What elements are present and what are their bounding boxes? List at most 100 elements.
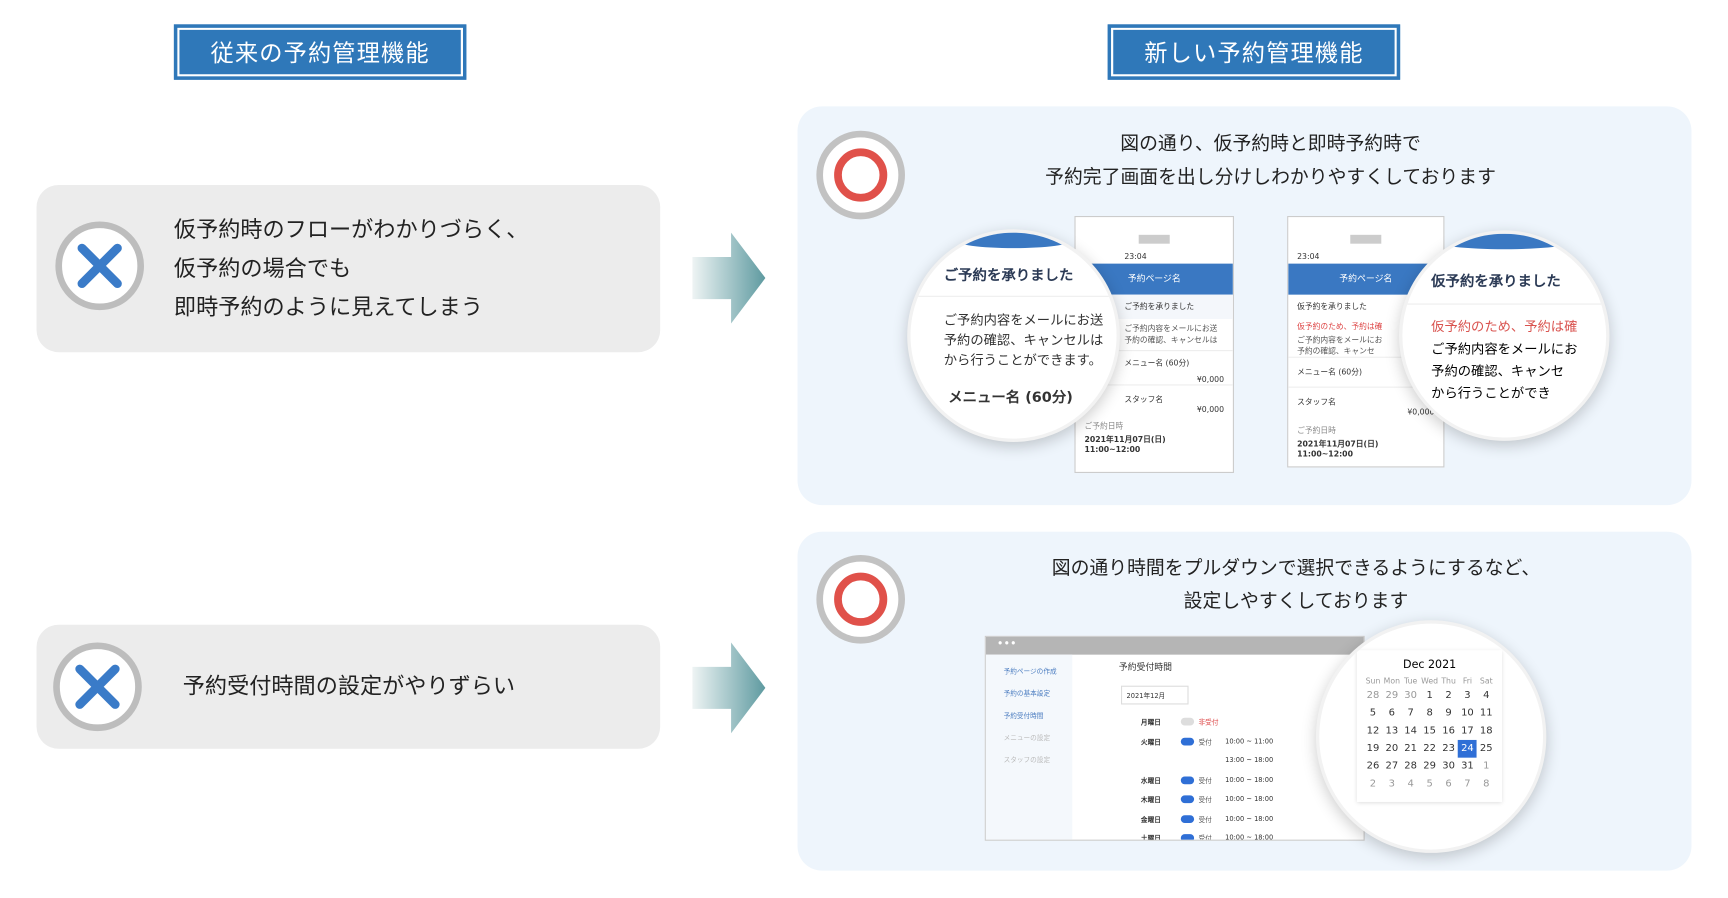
solution-line: 予約完了画面を出し分けしわかりやすくしております	[1045, 166, 1496, 189]
calendar-day[interactable]: 3	[1464, 690, 1471, 702]
weekday-label: Fri	[1462, 676, 1473, 686]
status-label: 受付	[1198, 835, 1212, 841]
calendar-day[interactable]: 31	[1461, 760, 1474, 773]
calendar-day[interactable]: 30	[1442, 760, 1455, 773]
calendar-day[interactable]: 2	[1369, 778, 1377, 790]
calendar-day[interactable]: 3	[1388, 778, 1395, 790]
solution-text-2: 図の通り時間をプルダウンで選択できるようにするなど、 設定しやすくしております	[975, 552, 1617, 618]
calendar-day[interactable]: 8	[1483, 778, 1490, 790]
admin-sidebar-item[interactable]: 予約受付時間	[1003, 712, 1044, 721]
calendar-day[interactable]: 1	[1426, 690, 1433, 702]
circle-ok-icon	[816, 554, 905, 644]
time-dropdowns[interactable]: 10:00 ~ 18:00	[1225, 834, 1274, 841]
calendar-day[interactable]: 30	[1404, 690, 1417, 702]
x-icon	[53, 642, 142, 732]
phone-date-label: ご予約日時	[1084, 422, 1124, 431]
toggle-switch[interactable]	[1180, 737, 1195, 746]
header-old: 従来の予約管理機能	[173, 24, 467, 80]
magnified-menu: メニュー名 (60分)	[948, 389, 1073, 407]
calendar-day[interactable]: 12	[1366, 725, 1380, 737]
schedule-row: 火曜日 受付 10:00 ~ 11:00	[1141, 732, 1273, 751]
magnifier-tentative: 仮予約を承りました 仮予約のため、予約は確 ご予約内容をメールにお予約の確認、キ…	[1399, 230, 1610, 441]
admin-sidebar-item[interactable]: 予約ページの作成	[1003, 667, 1057, 676]
phone-time: 23:04	[1297, 252, 1320, 262]
calendar-day[interactable]: 26	[1366, 760, 1380, 773]
day-label: 火曜日	[1140, 738, 1161, 747]
solution-text-1: 図の通り、仮予約時と即時予約時で 予約完了画面を出し分けしわかりやすくしておりま…	[975, 127, 1567, 193]
circle-ok-icon	[816, 130, 905, 220]
phone-title: 仮予約を承りました	[1297, 302, 1367, 312]
phone-body-line: 予約の確認、キャンセ	[1297, 346, 1375, 356]
weekday-label: Sun	[1365, 676, 1381, 686]
magnified-body-line: ご予約内容をメールにお	[1431, 341, 1578, 357]
calendar-day[interactable]: 23	[1442, 743, 1455, 755]
toggle-switch[interactable]	[1180, 795, 1195, 804]
time-dropdowns[interactable]: 10:00 ~ 18:00	[1225, 814, 1274, 823]
admin-sidebar: 予約ページの作成予約の基本設定予約受付時間メニューの設定スタッフの設定	[985, 654, 1073, 840]
calendar-day[interactable]: 28	[1404, 760, 1417, 773]
solution-line: 図の通り時間をプルダウンで選択できるようにするなど、	[1051, 557, 1541, 580]
calendar-day[interactable]: 14	[1404, 725, 1417, 737]
calendar-day[interactable]: 8	[1426, 707, 1433, 719]
calendar-day[interactable]: 27	[1385, 760, 1399, 773]
toggle-switch[interactable]	[1180, 718, 1195, 726]
month-picker[interactable]: 2021年12月	[1120, 685, 1189, 705]
calendar-day[interactable]: 6	[1445, 778, 1452, 790]
time-dropdowns[interactable]: 10:00 ~ 11:00	[1225, 737, 1274, 746]
phone-price: ¥0,000	[1407, 407, 1435, 417]
calendar-day[interactable]: 17	[1461, 725, 1474, 737]
day-label: 土曜日	[1140, 835, 1161, 841]
calendar-day[interactable]: 15	[1423, 725, 1436, 737]
admin-sidebar-item[interactable]: メニューの設定	[1003, 734, 1051, 743]
toggle-switch[interactable]	[1180, 814, 1195, 823]
calendar-day[interactable]: 29	[1385, 690, 1399, 702]
calendar-day[interactable]: 18	[1479, 725, 1493, 737]
phone-date-label: ご予約日時	[1297, 426, 1336, 436]
toggle-switch[interactable]	[1180, 834, 1195, 840]
calendar-day[interactable]: 10	[1461, 707, 1474, 719]
calendar-day[interactable]: 1	[1483, 760, 1490, 773]
window-dots-icon: •••	[985, 636, 1364, 655]
calendar-day[interactable]: 22	[1423, 743, 1436, 755]
calendar-day[interactable]: 25	[1479, 743, 1493, 755]
problem-text-2: 予約受付時間の設定がやりずらい	[182, 672, 516, 699]
phone-tentative: 23:04 予約ページ名 仮予約を承りました 仮予約のため、予約は確 ご予約内容…	[1287, 216, 1445, 468]
calendar-day[interactable]: 16	[1442, 725, 1455, 737]
calendar-day[interactable]: 4	[1483, 690, 1490, 702]
calendar-day[interactable]: 21	[1404, 743, 1417, 755]
time-dropdowns[interactable]: 10:00 ~ 18:00	[1225, 776, 1274, 784]
admin-sidebar-item[interactable]: スタッフの設定	[1003, 756, 1051, 765]
phone-menu: メニュー名 (60分)	[1288, 356, 1444, 387]
time-dropdowns[interactable]: 10:00 ~ 18:00	[1225, 795, 1274, 804]
calendar-day[interactable]: 5	[1369, 707, 1377, 719]
calendar-day[interactable]: 9	[1445, 707, 1452, 719]
calendar-day[interactable]: 13	[1385, 725, 1399, 737]
calendar-day[interactable]: 24	[1458, 739, 1477, 758]
x-icon	[55, 221, 145, 311]
status-label: 受付	[1198, 796, 1212, 805]
calendar-day[interactable]: 5	[1426, 778, 1433, 790]
schedule-row: 土曜日 受付 10:00 ~ 18:00	[1140, 829, 1274, 841]
phone-staff: スタッフ名	[1288, 386, 1444, 408]
calendar-day[interactable]: 20	[1385, 743, 1399, 755]
status-label: 受付	[1198, 738, 1212, 747]
admin-sidebar-item[interactable]: 予約の基本設定	[1003, 690, 1051, 698]
phone-date: 2021年11月07日(日) 11:00~12:00	[1297, 439, 1379, 459]
calendar-day[interactable]: 11	[1479, 707, 1493, 719]
time-dropdowns[interactable]: 13:00 ~ 18:00	[1225, 756, 1274, 765]
calendar-day[interactable]: 4	[1407, 778, 1414, 790]
calendar-day[interactable]: 19	[1366, 743, 1380, 755]
calendar-day[interactable]: 7	[1407, 707, 1414, 719]
magnified-title: ご予約を承りました	[910, 248, 1117, 297]
calendar-day[interactable]: 29	[1423, 760, 1436, 773]
arrow-right-icon	[692, 232, 766, 324]
calendar-day[interactable]: 7	[1464, 778, 1471, 790]
toggle-switch[interactable]	[1180, 776, 1195, 784]
calendar-day[interactable]: 28	[1366, 690, 1380, 702]
magnified-body-line: 予約の確認、キャンセ	[1431, 363, 1565, 379]
calendar-day[interactable]: 2	[1445, 690, 1452, 702]
calendar-day[interactable]: 6	[1388, 707, 1395, 719]
